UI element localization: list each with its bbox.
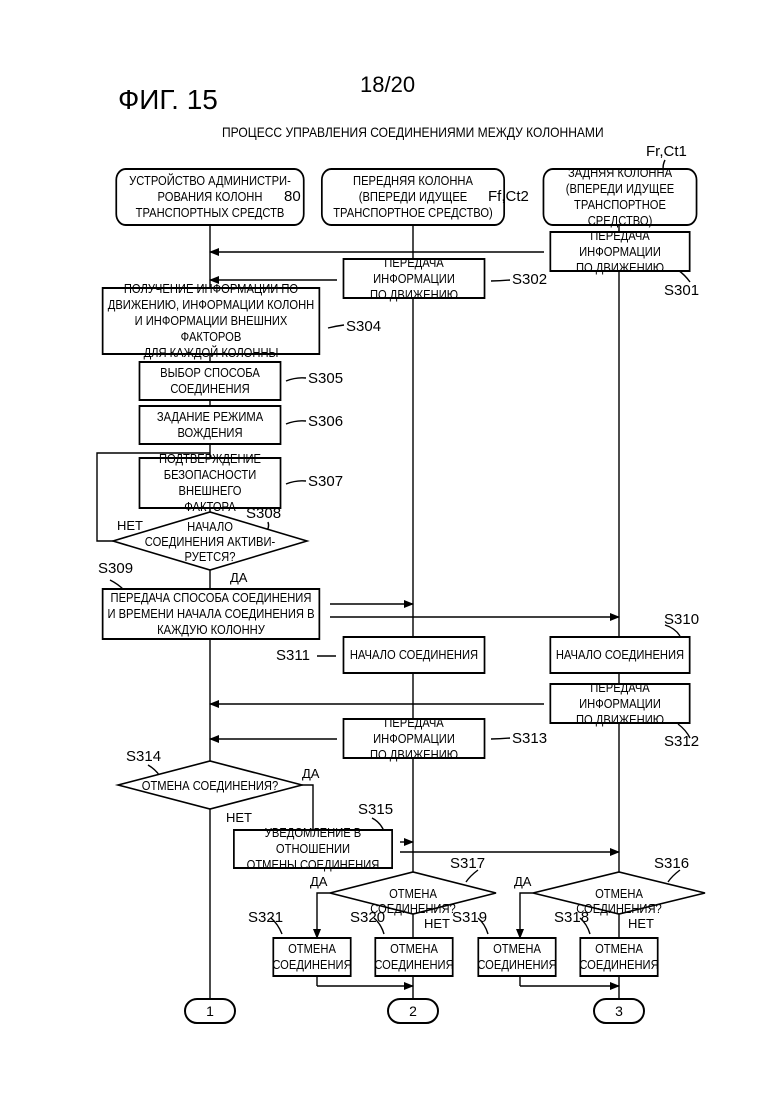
lane-front-header: ПЕРЕДНЯЯ КОЛОННА (ВПЕРЕДИ ИДУЩЕЕ ТРАНСПО… <box>321 168 505 226</box>
step-s307-box: ПОДТВЕРЖДЕНИЕ БЕЗОПАСНОСТИ ВНЕШНЕГО ФАКТ… <box>139 457 282 509</box>
step-s312-box: ПЕРЕДАЧА ИНФОРМАЦИИ ПО ДВИЖЕНИЮ <box>549 683 690 724</box>
step-s315-id: S315 <box>358 801 393 818</box>
step-s312-id: S312 <box>664 733 699 750</box>
lane-rear-ref: Fr,Ct1 <box>646 143 687 160</box>
step-s307-id: S307 <box>308 473 343 490</box>
page-number: 18/20 <box>360 72 415 98</box>
s314-yes-label: ДА <box>302 766 319 781</box>
step-s304-box: ПОЛУЧЕНИЕ ИНФОРМАЦИИ ПО ДВИЖЕНИЮ, ИНФОРМ… <box>102 287 320 355</box>
step-s305-id: S305 <box>308 370 343 387</box>
s314-no-label: НЕТ <box>226 810 252 825</box>
step-s318-box: ОТМЕНА СОЕДИНЕНИЯ <box>579 937 658 977</box>
step-s317-id: S317 <box>450 855 485 872</box>
step-s316-id: S316 <box>654 855 689 872</box>
step-s314-text: ОТМЕНА СОЕДИНЕНИЯ? <box>141 778 279 793</box>
step-s313-id: S313 <box>512 730 547 747</box>
lane-admin-header: УСТРОЙСТВО АДМИНИСТРИ- РОВАНИЯ КОЛОНН ТР… <box>115 168 304 226</box>
step-s302-id: S302 <box>512 271 547 288</box>
s308-no-label: НЕТ <box>117 518 143 533</box>
step-s319-id: S319 <box>452 909 487 926</box>
step-s321-id: S321 <box>248 909 283 926</box>
lane-front-ref: Ff,Ct2 <box>488 188 529 205</box>
connector-1: 1 <box>184 998 236 1024</box>
step-s308-text: НАЧАЛО СОЕДИНЕНИЯ АКТИВИ- РУЕТСЯ? <box>141 519 279 564</box>
step-s314-id: S314 <box>126 748 161 765</box>
step-s302-box: ПЕРЕДАЧА ИНФОРМАЦИИ ПО ДВИЖЕНИЮ <box>343 258 486 299</box>
s316-no-label: НЕТ <box>628 916 654 931</box>
s316-yes-label: ДА <box>514 874 531 889</box>
lane-rear-header: ЗАДНЯЯ КОЛОННА (ВПЕРЕДИ ИДУЩЕЕ ТРАНСПОРТ… <box>543 168 698 226</box>
step-s301-id: S301 <box>664 282 699 299</box>
connector-3: 3 <box>593 998 645 1024</box>
step-s311-box: НАЧАЛО СОЕДИНЕНИЯ <box>343 636 486 674</box>
step-s311-id: S311 <box>276 647 310 664</box>
step-s305-box: ВЫБОР СПОСОБА СОЕДИНЕНИЯ <box>139 361 282 401</box>
step-s321-box: ОТМЕНА СОЕДИНЕНИЯ <box>272 937 351 977</box>
s317-yes-label: ДА <box>310 874 327 889</box>
s308-yes-label: ДА <box>230 570 247 585</box>
step-s306-box: ЗАДАНИЕ РЕЖИМА ВОЖДЕНИЯ <box>139 405 282 445</box>
step-s306-id: S306 <box>308 413 343 430</box>
step-s310-id: S310 <box>664 611 699 628</box>
step-s318-id: S318 <box>554 909 589 926</box>
diagram-title: ПРОЦЕСС УПРАВЛЕНИЯ СОЕДИНЕНИЯМИ МЕЖДУ КО… <box>222 124 604 140</box>
s317-no-label: НЕТ <box>424 916 450 931</box>
step-s310-box: НАЧАЛО СОЕДИНЕНИЯ <box>549 636 690 674</box>
step-s308-id: S308 <box>246 505 281 522</box>
lane-admin-ref: 80 <box>284 188 301 205</box>
step-s309-box: ПЕРЕДАЧА СПОСОБА СОЕДИНЕНИЯ И ВРЕМЕНИ НА… <box>102 588 320 640</box>
step-s313-box: ПЕРЕДАЧА ИНФОРМАЦИИ ПО ДВИЖЕНИЮ <box>343 718 486 759</box>
connector-2: 2 <box>387 998 439 1024</box>
step-s301-box: ПЕРЕДАЧА ИНФОРМАЦИИ ПО ДВИЖЕНИЮ <box>549 231 690 272</box>
figure-label: ФИГ. 15 <box>118 84 218 116</box>
step-s319-box: ОТМЕНА СОЕДИНЕНИЯ <box>477 937 556 977</box>
step-s304-id: S304 <box>346 318 381 335</box>
step-s309-id: S309 <box>98 560 133 577</box>
step-s320-id: S320 <box>350 909 385 926</box>
step-s315-box: УВЕДОМЛЕНИЕ В ОТНОШЕНИИ ОТМЕНЫ СОЕДИНЕНИ… <box>233 829 393 869</box>
step-s320-box: ОТМЕНА СОЕДИНЕНИЯ <box>374 937 453 977</box>
